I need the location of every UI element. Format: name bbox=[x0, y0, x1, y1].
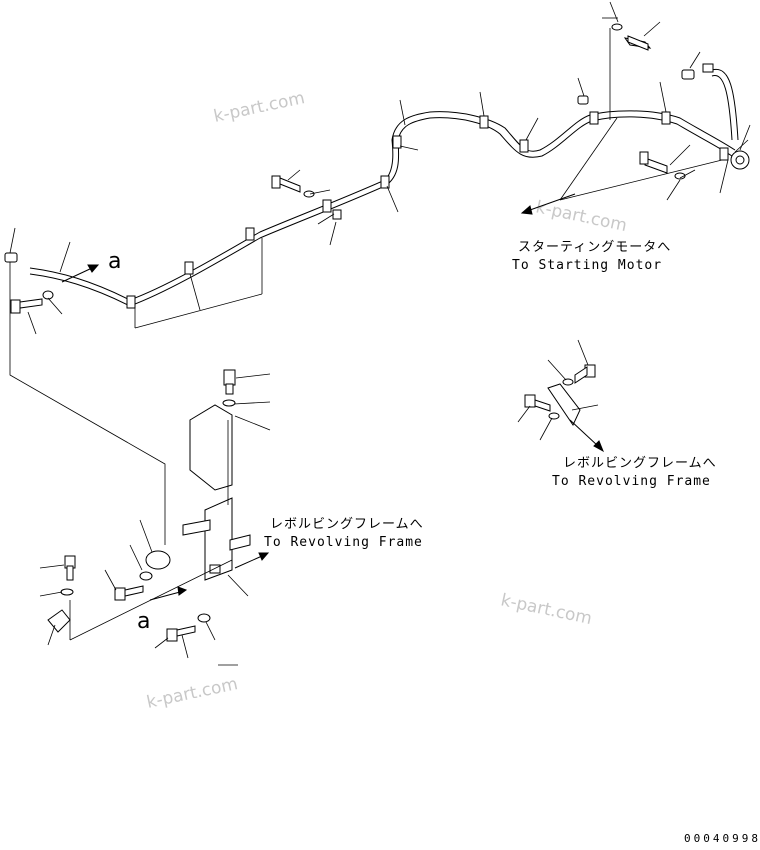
direction-arrows bbox=[61, 193, 604, 601]
bolts-top-right bbox=[577, 23, 695, 180]
revolving-frame-label-jp-center: レボルビングフレームへ bbox=[270, 517, 424, 532]
starting-motor-label-jp: スターティングモータへ bbox=[518, 240, 671, 255]
leader-lines bbox=[9, 1, 751, 666]
watermark: k-part.com bbox=[212, 88, 307, 127]
watermark: k-part.com bbox=[145, 674, 240, 713]
bracket-assembly bbox=[47, 369, 251, 642]
left-terminal bbox=[4, 252, 54, 314]
revolving-frame-label-en-center: To Revolving Frame bbox=[264, 535, 423, 550]
ref-a-bottom: a bbox=[137, 609, 150, 634]
cable-clamps bbox=[126, 111, 729, 309]
revolving-frame-label-jp-right: レボルビングフレームへ bbox=[563, 456, 717, 471]
bolts-mid-top bbox=[271, 175, 342, 220]
drawing-code: 00040998 bbox=[684, 832, 760, 845]
frame-terminal-assembly bbox=[524, 364, 596, 427]
ref-a-top: a bbox=[108, 249, 121, 274]
revolving-frame-label-en-right: To Revolving Frame bbox=[552, 474, 711, 489]
starting-motor-label-en: To Starting Motor bbox=[512, 258, 662, 273]
battery-cable bbox=[29, 68, 739, 307]
ring-terminal bbox=[702, 63, 750, 170]
watermark: k-part.com bbox=[499, 590, 594, 629]
